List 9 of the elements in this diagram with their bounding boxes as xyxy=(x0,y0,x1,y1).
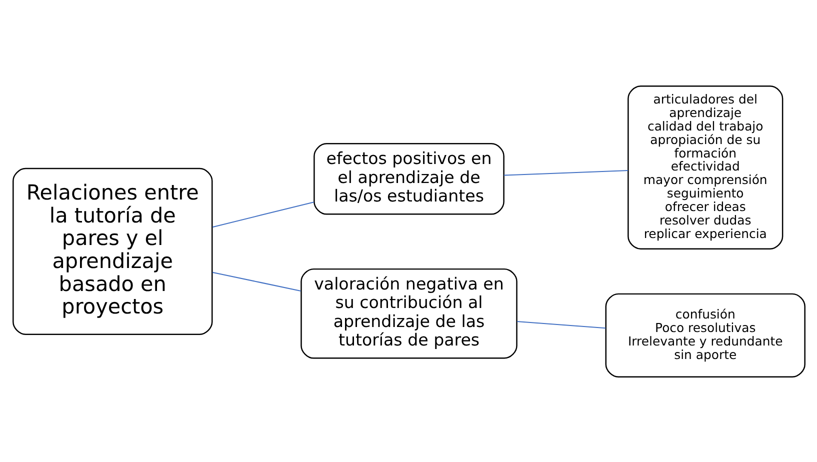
node-box: articuladores del aprendizaje calidad del trabajo apropiación de su formación efectividad mayor comprensión seguimiento ofrecer ideas resolver dudas replicar experiencia xyxy=(627,85,783,249)
connector xyxy=(516,320,606,328)
connector xyxy=(503,169,628,176)
node-box: Relaciones entre la tutoría de pares y el aprendizaje basado en proyectos xyxy=(12,167,212,334)
connector xyxy=(212,271,300,291)
node-box: confusión Poco resolutivas Irrelevante y redundante sin aporte xyxy=(604,292,805,377)
node-box: valoración negativa en su contribución al aprendizaje de las tutorías de pares xyxy=(300,268,517,358)
connector xyxy=(212,201,314,228)
node-box: efectos positivos en el aprendizaje de las/os estudiantes xyxy=(313,142,504,214)
